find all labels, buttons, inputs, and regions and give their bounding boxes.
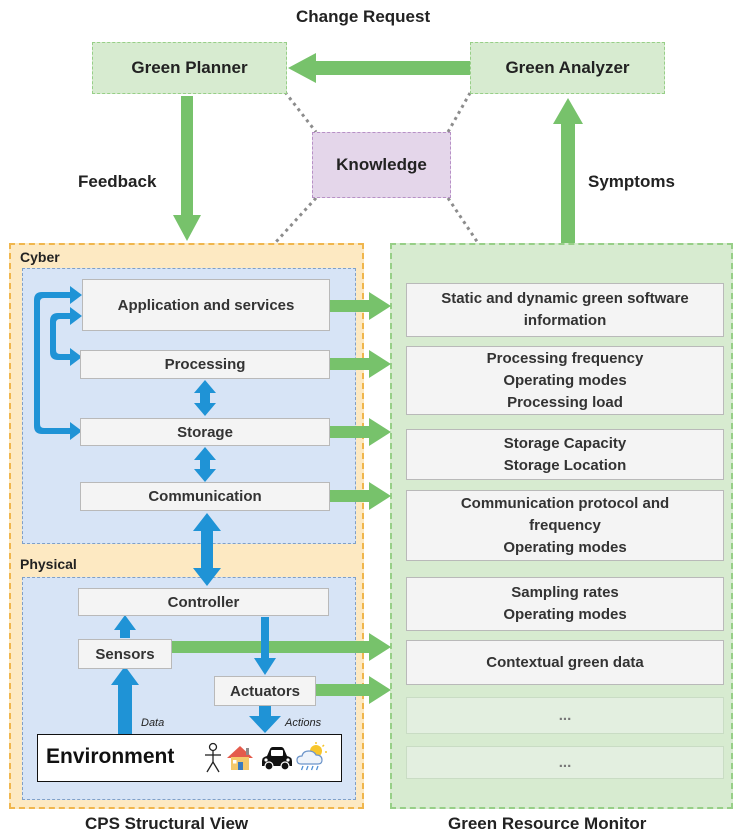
monitor-item-processing: Processing frequency Operating modes Pro… [406,346,724,415]
person-icon [205,742,221,773]
physical-label: Physical [20,556,77,572]
environment-label: Environment [46,745,175,768]
monitor-item-line: information [523,312,607,329]
data-flow-label: Data [141,717,165,729]
monitor-item-sampling: Sampling rates Operating modes [406,577,724,631]
green-planner-label: Green Planner [131,58,248,77]
controller-box: Controller [78,588,329,616]
change-request-arrow [288,53,470,83]
green-resource-monitor-label: Green Resource Monitor [448,814,647,833]
monitor-item-line: ... [558,753,572,771]
monitor-item-line: Operating modes [503,371,627,389]
cyber-label: Cyber [20,249,60,265]
communication-box: Communication [80,482,330,511]
feedback-arrow [173,96,201,241]
monitor-item-contextual: Contextual green data [406,640,724,685]
monitor-item-line: Operating modes [503,538,627,556]
green-planner-box: Green Planner [92,42,287,94]
knowledge-box: Knowledge [312,132,451,198]
storage-box: Storage [80,418,330,446]
communication-label: Communication [148,488,262,505]
actions-flow-label: Actions [285,717,322,729]
environment-box: Environment [37,734,342,782]
car-icon [262,747,292,771]
green-analyzer-box: Green Analyzer [470,42,665,94]
house-icon [227,746,253,770]
sensors-box: Sensors [78,639,172,669]
monitor-item-line: Processing frequency [486,349,644,367]
feedback-label: Feedback [78,172,157,191]
monitor-item-line: frequency [529,516,601,534]
monitor-item-line: Storage Location [503,456,627,474]
actuators-box: Actuators [214,676,316,706]
symptoms-arrow [553,98,583,243]
monitor-item-line: Contextual green data [486,653,644,671]
application-and-services-box: Application and services [82,279,330,331]
monitor-item-software-info: Static and dynamic green software inform… [406,283,724,337]
sensors-label: Sensors [95,645,155,663]
green-analyzer-label: Green Analyzer [505,58,630,77]
knowledge-label: Knowledge [336,155,427,174]
weather-icon [296,742,327,771]
symptoms-label: Symptoms [588,172,675,191]
monitor-item-storage: Storage Capacity Storage Location [406,429,724,480]
processing-box: Processing [80,350,330,379]
monitor-item-line: Communication protocol and [460,494,670,512]
monitor-item-placeholder: ... [406,697,724,734]
monitor-item-line: ... [558,706,572,724]
monitor-item-line: Operating modes [503,606,627,623]
monitor-item-line: Storage Capacity [503,434,627,452]
monitor-item-line: Static and dynamic green software [441,290,689,307]
monitor-item-line: Sampling rates [511,584,619,601]
monitor-item-placeholder: ... [406,746,724,779]
controller-label: Controller [167,593,240,611]
processing-label: Processing [164,356,246,373]
storage-label: Storage [177,423,233,441]
application-and-services-label: Application and services [117,296,295,314]
monitor-item-communication: Communication protocol and frequency Ope… [406,490,724,561]
monitor-item-line: Processing load [507,393,623,411]
actuators-label: Actuators [229,682,300,700]
cps-structural-view-label: CPS Structural View [85,814,249,833]
change-request-label: Change Request [296,7,431,26]
